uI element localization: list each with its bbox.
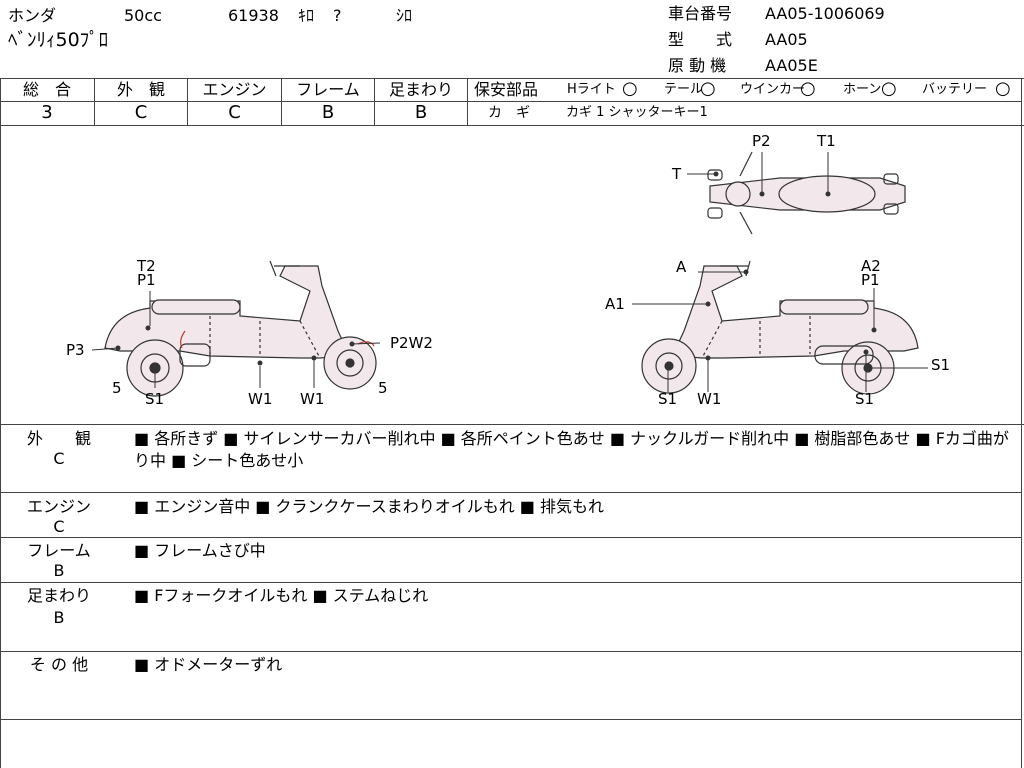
label-five-left: 5 xyxy=(112,379,122,397)
scooter-diagram xyxy=(91,151,928,397)
section-notes: ■ オドメーターずれ xyxy=(134,655,283,674)
mileage: 61938 xyxy=(228,6,279,25)
label-t: T xyxy=(672,165,682,183)
safety-headlight-label: Hライト xyxy=(567,82,616,97)
label-s1-right: S1 xyxy=(931,356,951,374)
label-p2w2: P2W2 xyxy=(390,334,433,352)
scooter-top-view xyxy=(707,151,906,235)
frame-no: AA05-1006069 xyxy=(765,4,885,23)
safety-headlight-mark: ○ xyxy=(622,78,638,99)
engine-label: 原 動 機 xyxy=(668,56,727,75)
grade-value-frame: B xyxy=(321,102,335,123)
divider xyxy=(0,125,1024,126)
safety-tail-label: テール xyxy=(664,82,704,97)
label-p1-left: P1 xyxy=(137,271,156,289)
model-name: ﾍﾞﾝﾘｨ50ﾌﾟﾛ xyxy=(8,29,109,51)
frame-no-label: 車台番号 xyxy=(668,4,733,23)
label-s1-bottom-left: S1 xyxy=(658,390,678,408)
safety-winker-label: ウインカー xyxy=(740,82,806,97)
divider xyxy=(0,78,1024,79)
grade-label-engine: エンジン xyxy=(202,80,267,99)
divider xyxy=(0,537,1022,538)
label-t1: T1 xyxy=(817,132,836,150)
section-notes: ■ Fフォークオイルもれ ■ ステムねじれ xyxy=(134,586,429,605)
divider xyxy=(1021,78,1022,768)
label-p3: P3 xyxy=(66,341,85,359)
label-a2: A2 xyxy=(861,257,881,275)
section-notes: ■ 各所きず ■ サイレンサーカバー削れ中 ■ 各所ペイント色あせ ■ ナックル… xyxy=(134,429,1009,470)
grade-value-exterior: C xyxy=(134,102,148,123)
section-notes: ■ フレームさび中 xyxy=(134,541,266,560)
safety-horn-mark: ○ xyxy=(881,78,897,99)
displacement: 50cc xyxy=(124,6,162,25)
label-t2: T2 xyxy=(137,257,156,275)
safety-horn-label: ホーン xyxy=(843,82,882,97)
section-label: 足まわり xyxy=(26,586,91,605)
mileage-unit: ｷﾛ xyxy=(298,6,315,25)
divider xyxy=(0,424,1024,425)
divider xyxy=(0,582,1022,583)
grade-label-suspension: 足まわり xyxy=(388,80,453,99)
section-label: エンジン xyxy=(26,497,91,516)
grade-value-engine: C xyxy=(228,102,241,123)
type: AA05 xyxy=(765,30,808,49)
divider xyxy=(0,651,1022,652)
section-grade: B xyxy=(53,608,65,627)
grade-value-overall: 3 xyxy=(41,102,53,123)
label-five-right: 5 xyxy=(378,379,388,397)
divider xyxy=(0,101,467,102)
label-p2: P2 xyxy=(752,132,771,150)
label-w1-right: W1 xyxy=(697,390,722,408)
color: ｼﾛ xyxy=(396,6,413,25)
divider xyxy=(0,719,1022,720)
grade-label-frame: フレーム xyxy=(296,80,360,99)
label-w1-a: W1 xyxy=(248,390,273,408)
grade-value-suspension: B xyxy=(414,102,428,123)
section-grade: B xyxy=(53,561,65,580)
section-grade: C xyxy=(53,517,65,536)
section-grade: C xyxy=(53,449,65,468)
key-label: カ ギ xyxy=(488,105,530,121)
maker: ホンダ xyxy=(8,6,57,25)
marker-dots xyxy=(115,171,877,371)
divider xyxy=(467,101,1022,102)
label-a: A xyxy=(676,258,687,276)
safety-title: 保安部品 xyxy=(474,80,539,99)
section-label: フレーム xyxy=(27,541,91,560)
safety-tail-mark: ○ xyxy=(700,78,716,99)
label-w1-b: W1 xyxy=(300,390,325,408)
safety-battery-label: バッテリー xyxy=(922,82,988,97)
grade-label-overall: 総 合 xyxy=(22,80,71,99)
grade-label-exterior: 外 観 xyxy=(116,80,165,99)
label-a1: A1 xyxy=(605,295,625,313)
section-label: そ の 他 xyxy=(29,655,89,674)
mileage-flag: ? xyxy=(333,6,342,25)
leader-lines xyxy=(91,152,928,392)
divider xyxy=(0,78,1,768)
safety-winker-mark: ○ xyxy=(800,78,816,99)
label-s1-bottom-right: S1 xyxy=(855,390,875,408)
label-s1-left: S1 xyxy=(145,390,165,408)
key-value: カギ 1 シャッターキー1 xyxy=(566,105,708,120)
type-label: 型 式 xyxy=(668,30,733,49)
divider xyxy=(0,492,1022,493)
safety-battery-mark: ○ xyxy=(995,78,1011,99)
section-notes: ■ エンジン音中 ■ クランクケースまわりオイルもれ ■ 排気もれ xyxy=(134,497,604,516)
section-label: 外 観 xyxy=(26,429,91,448)
label-p1-right: P1 xyxy=(861,271,880,289)
engine: AA05E xyxy=(765,56,818,75)
